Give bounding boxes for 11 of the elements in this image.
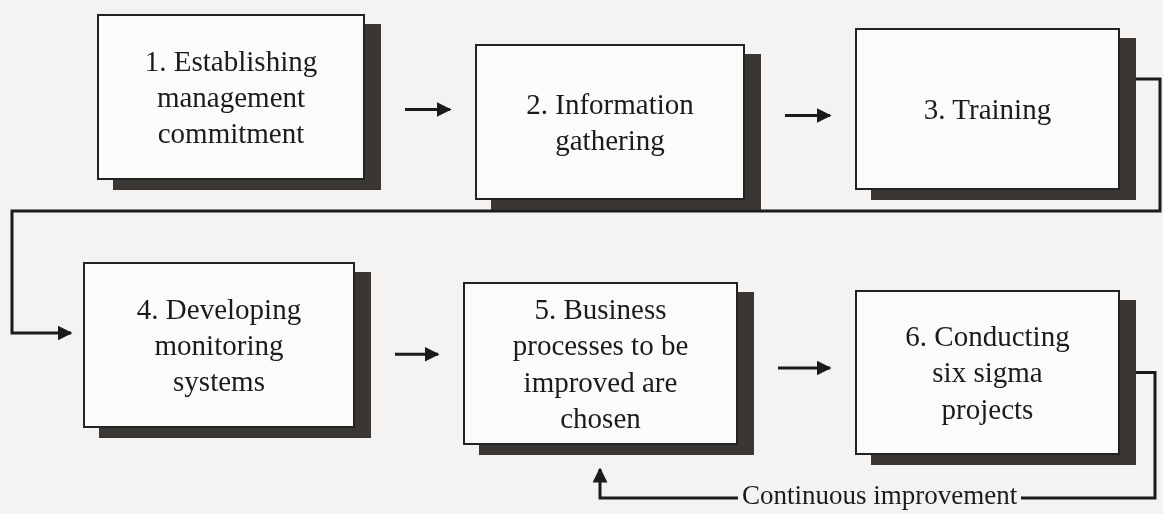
arrow (10, 77, 1162, 341)
arrow (405, 102, 452, 117)
arrow (778, 360, 832, 376)
step-label: 4. Developing monitoring systems (135, 291, 303, 400)
step-label: 5. Business processes to be improved are chosen (511, 292, 690, 436)
arrow (395, 346, 440, 362)
step-label: 1. Establishing management commitment (143, 43, 319, 152)
step-label: 3. Training (923, 91, 1052, 127)
arrow (785, 108, 832, 123)
step-label: 2. Information gathering (525, 86, 695, 158)
step-label: 6. Conducting six sigma projects (904, 319, 1071, 427)
